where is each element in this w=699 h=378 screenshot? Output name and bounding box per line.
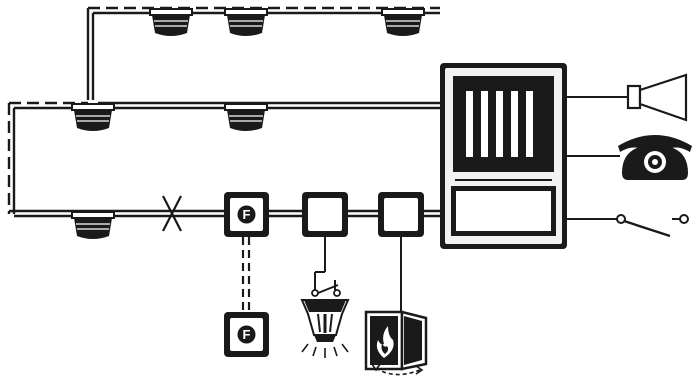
break-mark-icon [162,195,182,232]
branch-wiring [241,237,251,312]
fire-alarm-panel-icon [440,63,567,249]
smoke-detector-icon [71,211,115,240]
call-point-label: F [243,207,251,222]
manual-call-point-icon: F [224,192,269,237]
output-wiring [567,96,628,220]
switch-icon [616,214,689,238]
call-point-label: F [243,327,251,342]
output-module-icon [378,192,424,237]
horn-icon [626,73,688,122]
smoke-detector-icon [149,8,193,37]
telephone-icon [618,135,692,180]
loop-wiring [7,6,440,218]
manual-call-point-icon: F [224,312,269,357]
smoke-detector-icon [224,8,268,37]
smoke-detector-icon [381,8,425,37]
contact-wiring [314,237,339,294]
smoke-detector-icon [224,103,268,132]
smoke-detector-icon [71,103,115,132]
input-module-icon [302,192,348,237]
fire-door-icon [364,310,428,376]
beacon-icon [300,299,350,358]
contact-nodes [311,289,341,297]
